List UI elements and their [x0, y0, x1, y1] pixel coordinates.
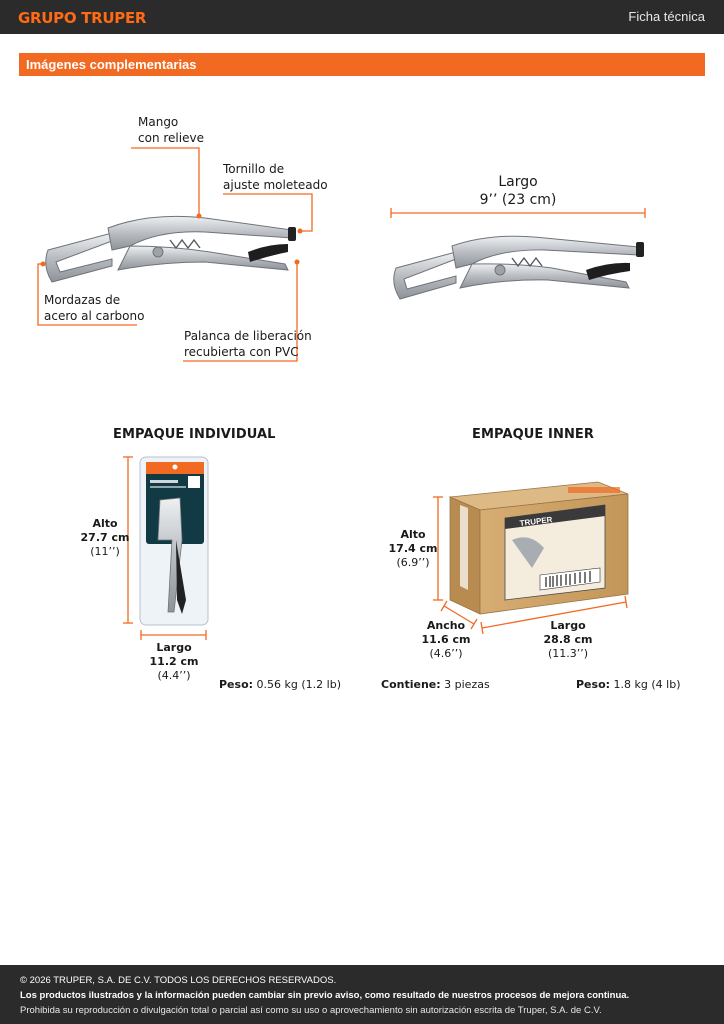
individual-pack-dimensions — [123, 456, 207, 640]
footer-legal: Prohibida su reproducción o divulgación … — [20, 1005, 602, 1016]
locking-plier-annotated — [45, 215, 296, 283]
individual-height-label: Alto 27.7 cm (11’’) — [80, 517, 130, 559]
individual-height-title: Alto — [92, 517, 118, 530]
callout-screw: Tornillo de ajuste moleteado — [223, 161, 328, 193]
locking-plier-side-view — [393, 235, 644, 300]
inner-length-metric: 28.8 cm — [543, 633, 593, 646]
callout-screw-line-2: ajuste moleteado — [223, 178, 328, 192]
individual-weight-value: 0.56 kg (1.2 lb) — [256, 678, 341, 691]
individual-weight: Peso: 0.56 kg (1.2 lb) — [219, 678, 341, 692]
footer-notice: Los productos ilustrados y la informació… — [20, 990, 630, 1001]
inner-height-label: Alto 17.4 cm (6.9’’) — [388, 528, 438, 570]
inner-length-imperial: (11.3’’) — [547, 647, 589, 660]
inner-contents: Contiene: 3 piezas — [381, 678, 490, 692]
individual-pack-heading: EMPAQUE INDIVIDUAL — [113, 427, 276, 442]
callout-jaws: Mordazas de acero al carbono — [44, 292, 144, 324]
inner-contents-label: Contiene: — [381, 678, 441, 691]
length-label-title: Largo — [498, 174, 538, 190]
header-bar: GRUPO TRUPER Ficha técnica — [0, 0, 724, 34]
inner-length-title: Largo — [550, 619, 586, 632]
inner-weight-label: Peso: — [576, 678, 611, 691]
length-label-value: 9’’ (23 cm) — [479, 192, 557, 208]
individual-length-title: Largo — [156, 641, 192, 654]
callout-handle-line-1: Mango — [138, 115, 179, 129]
product-illustrations: TRUPER — [37, 147, 646, 640]
svg-text:TRUPER: TRUPER — [519, 515, 553, 528]
box-brand-label: TRUPER — [519, 515, 553, 528]
inner-pack-heading: EMPAQUE INNER — [472, 427, 595, 442]
inner-length-label: Largo 28.8 cm (11.3’’) — [538, 619, 598, 661]
callout-screw-line-1: Tornillo de — [223, 162, 285, 176]
inner-width-label: Ancho 11.6 cm (4.6’’) — [421, 619, 471, 661]
footer: © 2026 TRUPER, S.A. DE C.V. TODOS LOS DE… — [0, 965, 724, 1024]
inner-weight: Peso: 1.8 kg (4 lb) — [576, 678, 681, 692]
inner-width-title: Ancho — [426, 619, 466, 632]
individual-length-imperial: (4.4’’) — [157, 669, 191, 682]
individual-height-metric: 27.7 cm — [80, 531, 130, 544]
document-type: Ficha técnica — [628, 9, 705, 24]
callout-lever-line-1: Palanca de liberación — [184, 329, 312, 343]
length-dimension-line — [390, 208, 646, 218]
blister-package — [139, 456, 209, 626]
inner-height-title: Alto — [400, 528, 426, 541]
callout-jaws-line-1: Mordazas de — [44, 293, 121, 307]
individual-length-label: Largo 11.2 cm (4.4’’) — [149, 641, 199, 683]
inner-height-metric: 17.4 cm — [388, 542, 438, 555]
individual-weight-label: Peso: — [219, 678, 254, 691]
callout-lever-line-2: recubierta con PVC — [184, 345, 299, 359]
inner-width-metric: 11.6 cm — [421, 633, 471, 646]
callout-handle-line-2: con relieve — [138, 131, 204, 145]
individual-height-imperial: (11’’) — [90, 545, 120, 558]
callout-handle: Mango con relieve — [138, 114, 204, 146]
brand-logo[interactable]: GRUPO TRUPER — [18, 9, 147, 27]
inner-box — [448, 481, 629, 615]
individual-length-metric: 11.2 cm — [149, 655, 199, 668]
footer-copyright: © 2026 TRUPER, S.A. DE C.V. TODOS LOS DE… — [20, 975, 337, 986]
inner-width-imperial: (4.6’’) — [429, 647, 463, 660]
inner-height-imperial: (6.9’’) — [396, 556, 430, 569]
inner-pack-dimensions — [433, 496, 628, 635]
inner-contents-value: 3 piezas — [444, 678, 490, 691]
inner-weight-value: 1.8 kg (4 lb) — [613, 678, 681, 691]
callout-lever: Palanca de liberación recubierta con PVC — [184, 328, 312, 360]
section-title: Imágenes complementarias — [26, 57, 197, 72]
section-header: Imágenes complementarias — [19, 53, 705, 76]
length-label: Largo 9’’ (23 cm) — [468, 173, 568, 209]
callout-jaws-line-2: acero al carbono — [44, 309, 145, 323]
